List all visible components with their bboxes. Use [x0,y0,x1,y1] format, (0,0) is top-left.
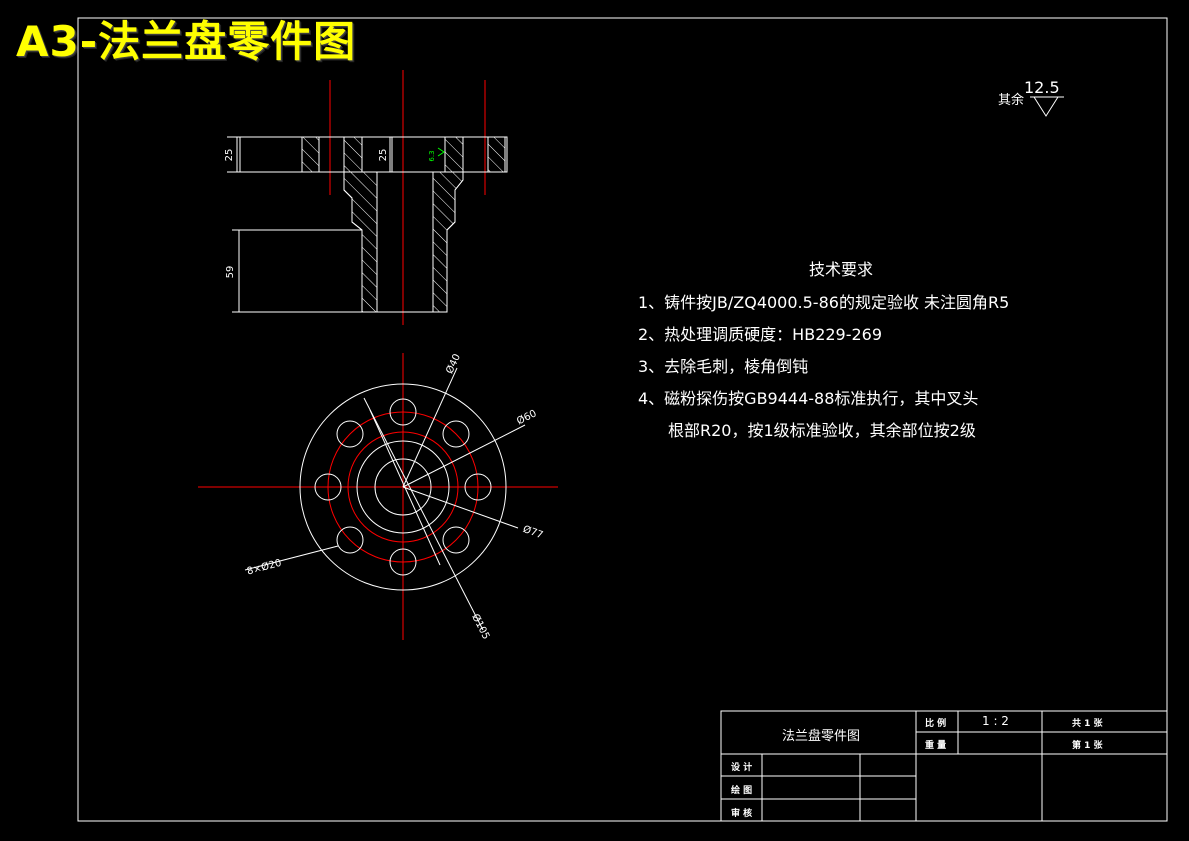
dim-d40: Ø40 [443,352,463,376]
roughness-mark: 6.3 [428,150,436,161]
surface-finish-value: 12.5 [1024,78,1060,97]
sheet-banner: A3-法兰盘零件图 [16,17,357,66]
tech-requirement-4-continued: 根部R20，按1级标准验收，其余部位按2级 [668,421,976,440]
dim-25-left: 25 [224,149,235,162]
dim-25-center: 25 [378,149,389,162]
surface-finish-symbol: 其余 12.5 [998,78,1064,117]
title-block [720,710,1168,822]
surface-finish-prefix: 其余 [998,92,1024,108]
tech-requirement-4: 4、磁粉探伤按GB9444-88标准执行，其中叉头 [638,389,979,408]
dim-holes: 8×Ø20 [246,557,283,578]
dim-d60: Ø60 [515,407,539,427]
section-view: 25 25 6.3 59 [224,70,508,325]
title-block-part-name: 法兰盘零件图 [782,729,861,744]
tech-requirement-2: 2、热处理调质硬度：HB229-269 [638,325,883,344]
dim-d77: Ø77 [521,523,544,541]
tech-requirement-1: 1、铸件按JB/ZQ4000.5-86的规定验收 未注圆角R5 [638,293,1010,312]
title-block-weight-label: 重 量 [925,741,947,751]
title-block-scale-value: 1 : 2 [982,714,1009,728]
title-block-sheet-number: 第 1 张 [1072,741,1103,751]
tech-requirement-3: 3、去除毛刺，棱角倒钝 [638,357,809,376]
tech-requirements-title: 技术要求 [809,260,874,279]
title-block-scale-label: 比 例 [925,719,947,729]
plan-view: Ø40 Ø60 Ø77 Ø105 8×Ø20 [198,352,558,641]
drawing-frame [77,17,1168,822]
dim-d105: Ø105 [469,612,492,641]
title-block-sheet-total: 共 1 张 [1072,719,1103,729]
title-block-design-label: 设 计 [731,763,753,773]
dim-59: 59 [225,266,236,279]
title-block-review-label: 审 核 [731,809,753,819]
title-block-drawing-label: 绘 图 [731,786,753,796]
